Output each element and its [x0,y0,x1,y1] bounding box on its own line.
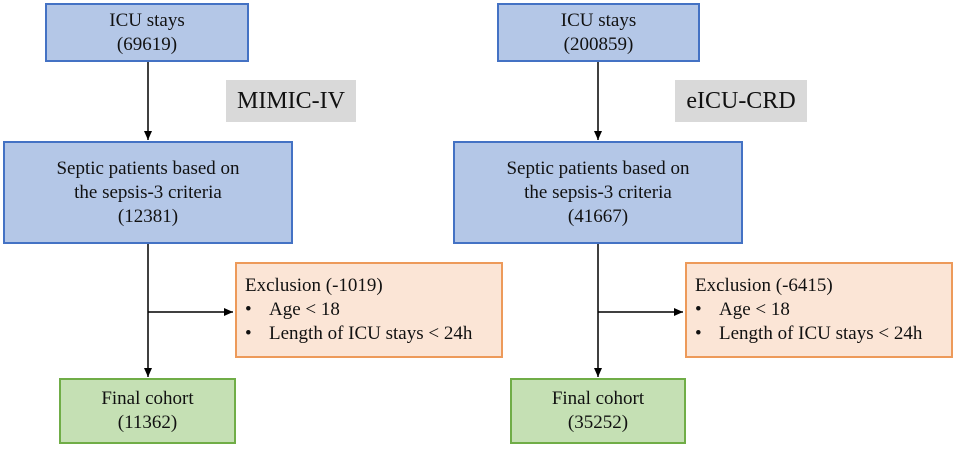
bullet-icon: • [695,323,702,344]
left-exclusion-item-length: Length of ICU stays < 24h [269,323,473,344]
left-exclusion-item-age: Age < 18 [269,299,340,320]
left-final-cohort-label: Final cohort [101,388,194,409]
right-exclusion-item-length: Length of ICU stays < 24h [719,323,923,344]
right-septic-line1: Septic patients based on [506,157,690,179]
left-septic-line1: Septic patients based on [56,157,240,179]
right-final-cohort-label: Final cohort [551,388,645,409]
right-exclusion-item: • Age < 18 [695,298,790,322]
right-final-cohort-box: Final cohort (35252) [510,378,686,444]
left-icu-stays-label: ICU stays [109,9,185,31]
left-exclusion-item: • Age < 18 [245,298,340,322]
right-icu-stays-label: ICU stays [560,9,637,31]
bullet-icon: • [245,299,252,320]
left-exclusion-box: Exclusion (-1019) • Age < 18 • Length of… [235,262,503,358]
right-final-cohort-count: (35252) [567,412,629,433]
left-septic-box: Septic patients based on the sepsis-3 cr… [3,141,293,244]
left-source-label: MIMIC-IV [226,80,356,122]
bullet-icon: • [245,323,252,344]
bullet-icon: • [695,299,702,320]
left-final-cohort-count: (11362) [117,412,178,433]
left-exclusion-item: • Length of ICU stays < 24h [245,322,472,346]
right-septic-count: (41667) [567,205,629,227]
right-icu-stays-count: (200859) [563,33,634,55]
left-exclusion-title: Exclusion (-1019) [245,275,383,296]
left-icu-stays-box: ICU stays (69619) [45,3,249,62]
right-septic-line2: the sepsis-3 criteria [524,181,672,203]
left-final-cohort-box: Final cohort (11362) [59,378,236,444]
right-exclusion-box: Exclusion (-6415) • Age < 18 • Length of… [685,262,953,358]
left-septic-line2: the sepsis-3 criteria [74,181,222,203]
right-source-label: eICU-CRD [675,80,807,122]
right-exclusion-item: • Length of ICU stays < 24h [695,322,922,346]
right-septic-box: Septic patients based on the sepsis-3 cr… [453,141,743,244]
right-exclusion-item-age: Age < 18 [719,299,790,320]
left-septic-count: (12381) [117,205,179,227]
left-icu-stays-count: (69619) [116,33,178,55]
right-icu-stays-box: ICU stays (200859) [497,3,700,62]
right-exclusion-title: Exclusion (-6415) [695,275,833,296]
